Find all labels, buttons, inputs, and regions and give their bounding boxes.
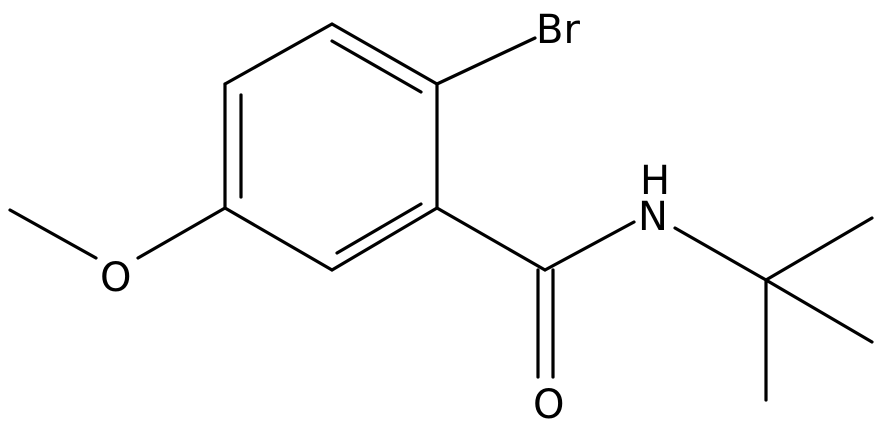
bond-ring-carbonyl (435, 206, 547, 272)
bond-c-br (435, 36, 537, 86)
bond-ring-c5-c6 (330, 206, 439, 272)
carbonyl-oxygen-label: O (533, 382, 564, 426)
bond-tbutyl-me2 (764, 278, 874, 344)
bond-ring-inner-bottom (335, 202, 423, 255)
methoxy-oxygen-label: O (100, 255, 131, 301)
bond-carbonyl-n (543, 220, 636, 272)
bond-ring-c1-c2 (330, 22, 439, 86)
bond-ring-c2-c3 (223, 22, 334, 86)
bonds (8, 22, 874, 402)
bromine-label: Br (536, 7, 580, 53)
bond-ring-o (136, 206, 227, 260)
amide-hydrogen-label: H (640, 158, 670, 204)
bond-o-methyl (8, 208, 98, 260)
bond-ring-inner-top (330, 39, 423, 94)
bond-n-tbutyl (673, 226, 768, 282)
amide-nitrogen-label: N (638, 194, 668, 240)
bond-tbutyl-me1 (764, 216, 874, 282)
atom-labels: Br H N O O (100, 7, 670, 426)
bond-ring-c4-c5 (223, 206, 334, 272)
